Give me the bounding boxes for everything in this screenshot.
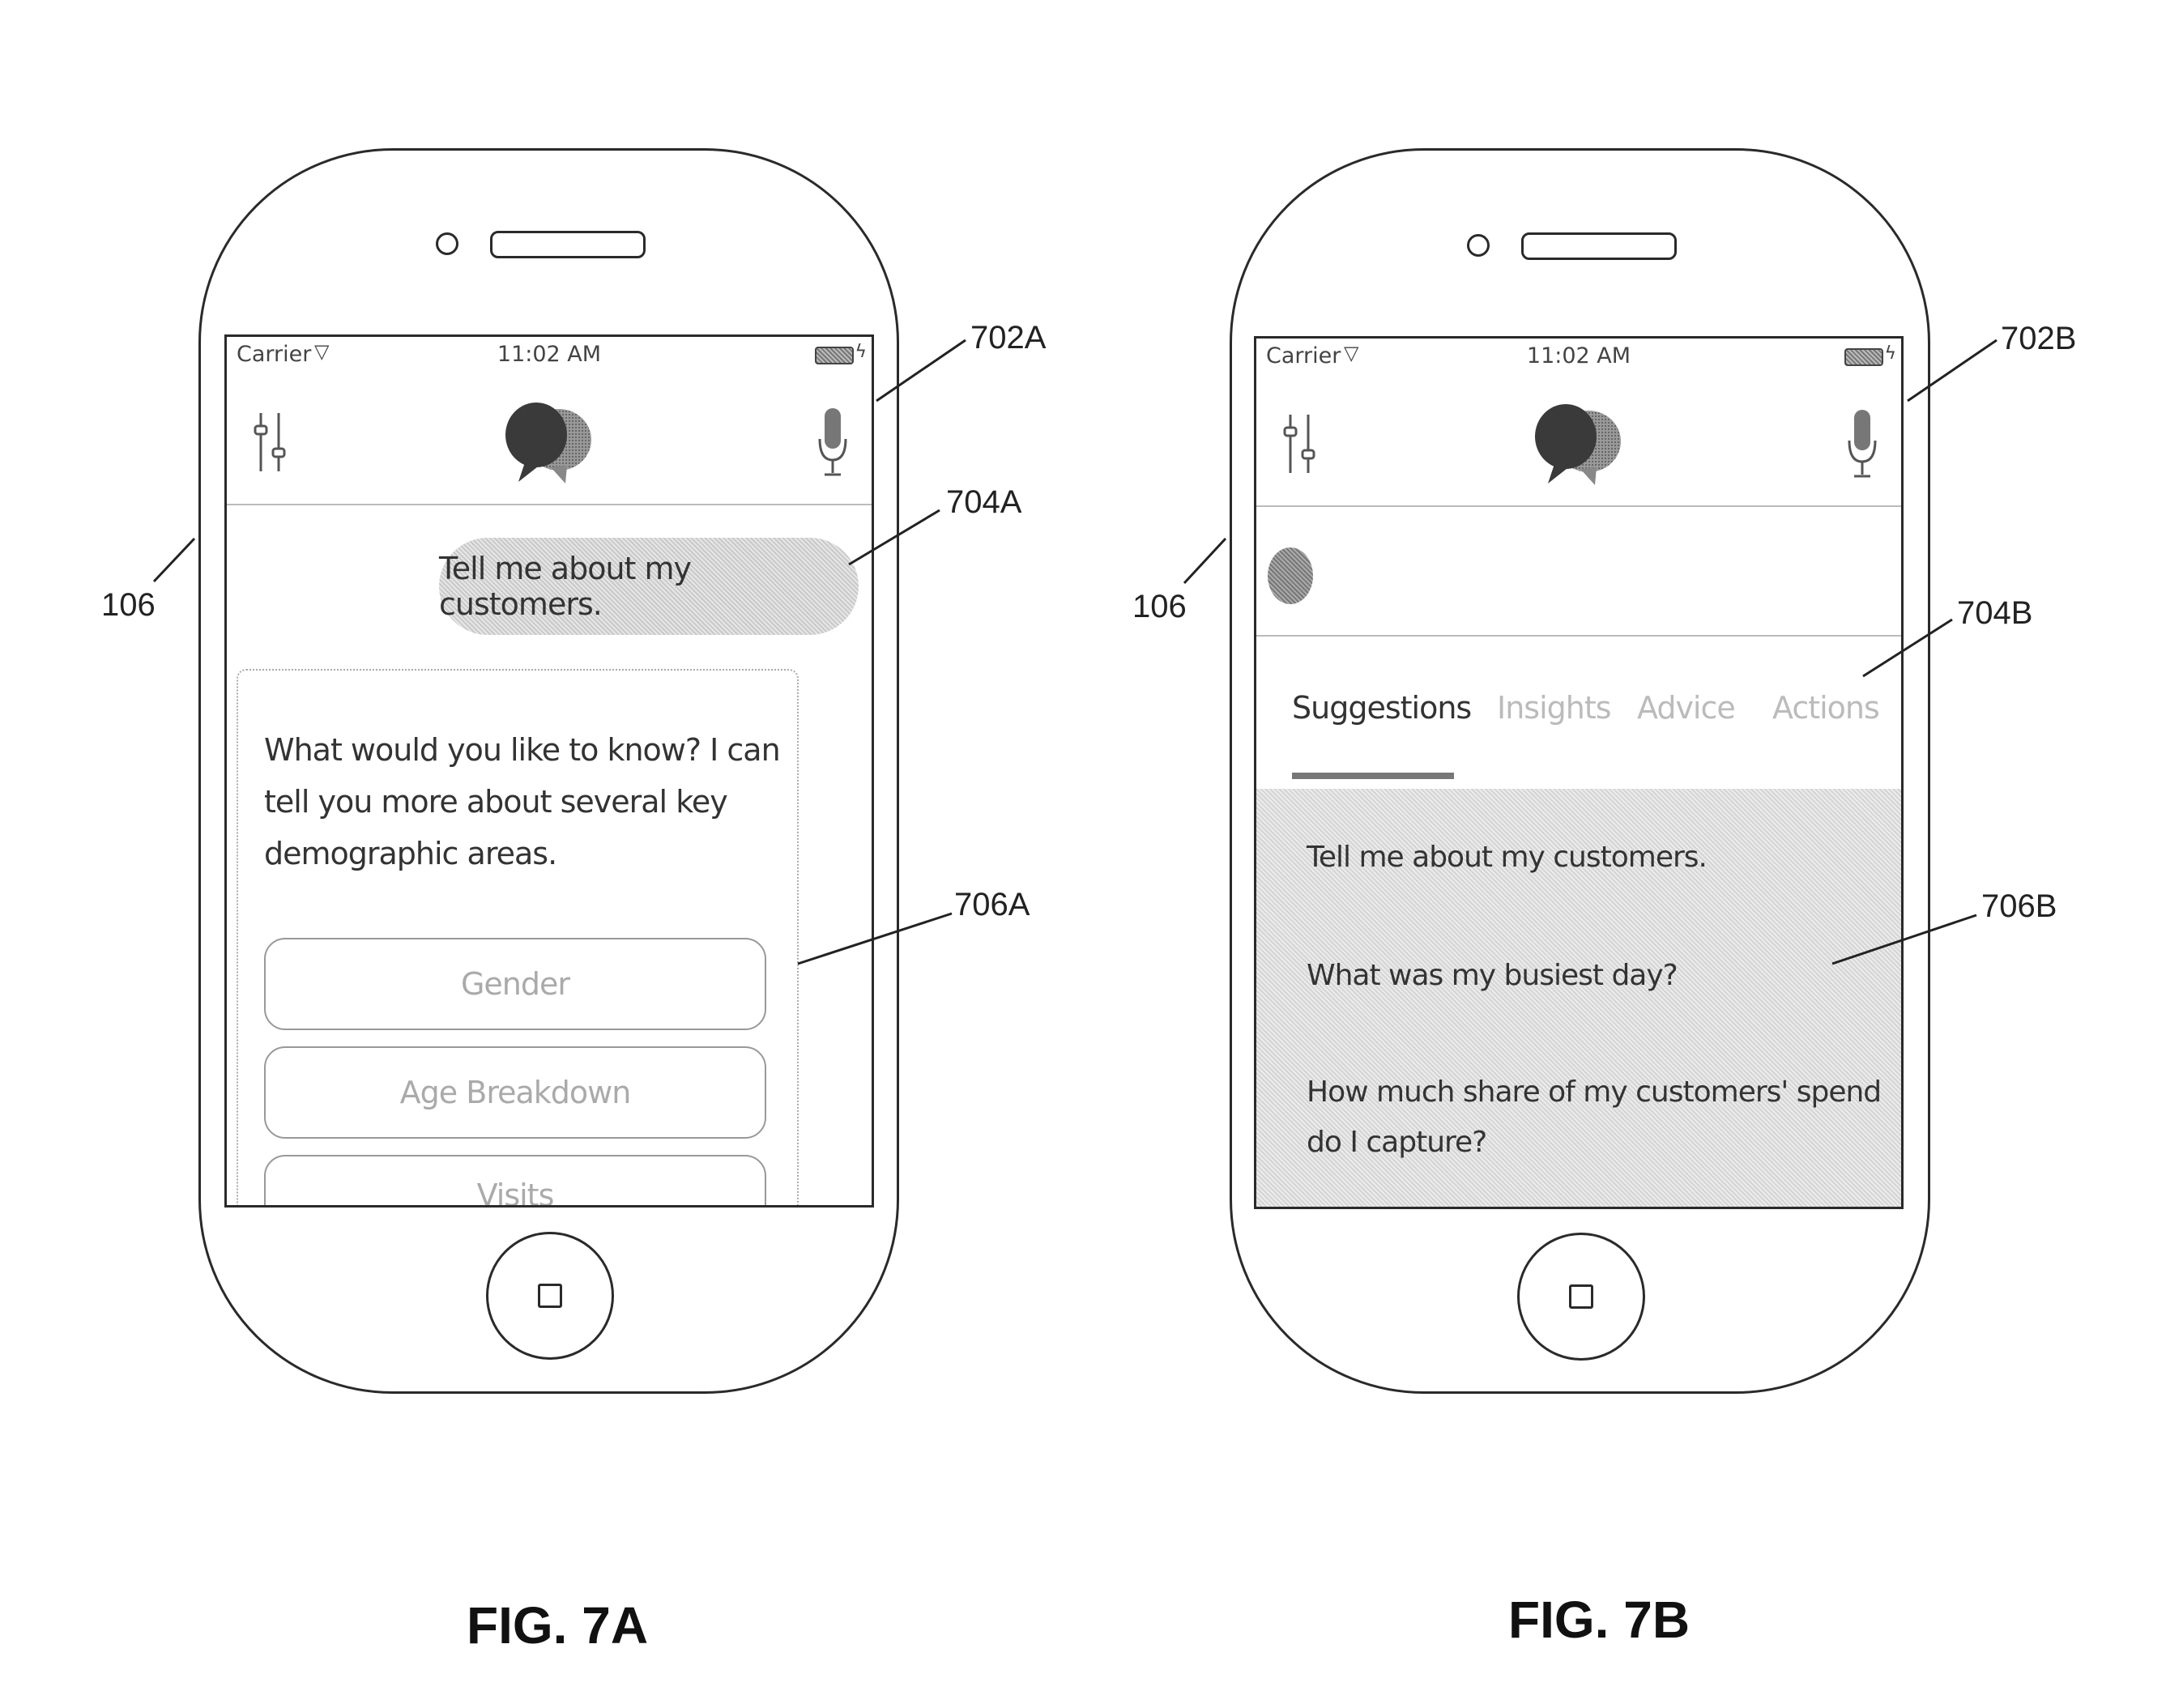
input-row[interactable] xyxy=(1256,507,1901,637)
battery-icon xyxy=(815,347,854,364)
tab-bar: Suggestions Insights Advice Actions xyxy=(1256,637,1901,789)
charging-icon: ϟ xyxy=(1884,343,1896,364)
suggestions-panel: Tell me about my customers. What was my … xyxy=(1256,789,1901,1207)
option-age-breakdown-button[interactable]: Age Breakdown xyxy=(264,1046,766,1139)
assistant-reply-card: What would you like to know? I can tell … xyxy=(237,669,799,1205)
ref-label-704a: 704A xyxy=(946,484,1022,520)
leader-106-a xyxy=(152,537,196,583)
front-camera xyxy=(436,232,458,255)
figure-caption-7b: FIG. 7B xyxy=(1508,1591,1691,1649)
clock: 11:02 AM xyxy=(497,342,602,367)
earpiece-speaker xyxy=(490,231,646,258)
sliders-icon[interactable] xyxy=(251,410,288,475)
wifi-icon: ▽ xyxy=(314,340,330,363)
option-gender-button[interactable]: Gender xyxy=(264,938,766,1030)
chat-bubbles-logo-icon xyxy=(505,403,591,483)
charging-icon: ϟ xyxy=(855,342,867,362)
leader-106-b xyxy=(1183,537,1227,585)
suggestion-item[interactable]: How much share of my customers' spend do… xyxy=(1307,1075,1882,1159)
status-bar: Carrier ▽ 11:02 AM ϟ xyxy=(1256,339,1901,371)
tab-suggestions[interactable]: Suggestions xyxy=(1292,690,1472,726)
leader-702b xyxy=(1907,339,1998,403)
ref-label-106-b: 106 xyxy=(1132,589,1187,624)
avatar xyxy=(1268,547,1313,604)
screen-7a: Carrier ▽ 11:02 AM ϟ xyxy=(224,334,874,1208)
front-camera xyxy=(1467,234,1490,257)
microphone-icon[interactable] xyxy=(816,407,849,479)
option-visits-button[interactable]: Visits xyxy=(264,1155,766,1205)
figure-caption-7a: FIG. 7A xyxy=(467,1596,649,1655)
tab-actions[interactable]: Actions xyxy=(1772,690,1880,726)
battery-icon xyxy=(1844,348,1883,366)
ref-label-702a: 702A xyxy=(970,320,1047,356)
leader-702a xyxy=(876,339,966,403)
ref-label-702b: 702B xyxy=(2001,321,2077,356)
tab-insights[interactable]: Insights xyxy=(1497,690,1612,726)
carrier-label: Carrier xyxy=(1266,343,1341,368)
leader-704a xyxy=(848,509,940,566)
status-bar: Carrier ▽ 11:02 AM ϟ xyxy=(227,337,872,369)
clock: 11:02 AM xyxy=(1526,343,1631,368)
home-button-icon xyxy=(538,1284,562,1308)
home-button-icon xyxy=(1569,1284,1593,1309)
suggestion-item[interactable]: What was my busiest day? xyxy=(1307,959,1678,992)
nav-bar xyxy=(227,369,872,505)
wifi-icon: ▽ xyxy=(1344,342,1359,364)
user-message-bubble: Tell me about my customers. xyxy=(439,538,859,635)
leader-706a xyxy=(797,912,953,965)
leader-706b xyxy=(1831,914,1977,965)
microphone-icon[interactable] xyxy=(1846,408,1878,481)
carrier-label: Carrier xyxy=(237,342,312,367)
nav-bar xyxy=(1256,371,1901,507)
tab-advice[interactable]: Advice xyxy=(1637,690,1736,726)
ref-label-706b: 706B xyxy=(1981,888,2057,924)
assistant-reply-text: What would you like to know? I can tell … xyxy=(264,732,781,871)
home-button[interactable] xyxy=(1517,1233,1645,1361)
leader-704b xyxy=(1862,618,1953,678)
sliders-icon[interactable] xyxy=(1281,411,1318,476)
suggestion-item[interactable]: Tell me about my customers. xyxy=(1307,841,1708,874)
chat-bubbles-logo-icon xyxy=(1535,404,1621,485)
screen-7b: Carrier ▽ 11:02 AM ϟ xyxy=(1254,336,1904,1209)
earpiece-speaker xyxy=(1521,232,1677,260)
home-button[interactable] xyxy=(486,1232,614,1360)
active-tab-indicator xyxy=(1292,773,1454,779)
ref-label-106-a: 106 xyxy=(101,587,156,623)
ref-label-706a: 706A xyxy=(954,887,1030,922)
ref-label-704b: 704B xyxy=(1957,595,2033,631)
